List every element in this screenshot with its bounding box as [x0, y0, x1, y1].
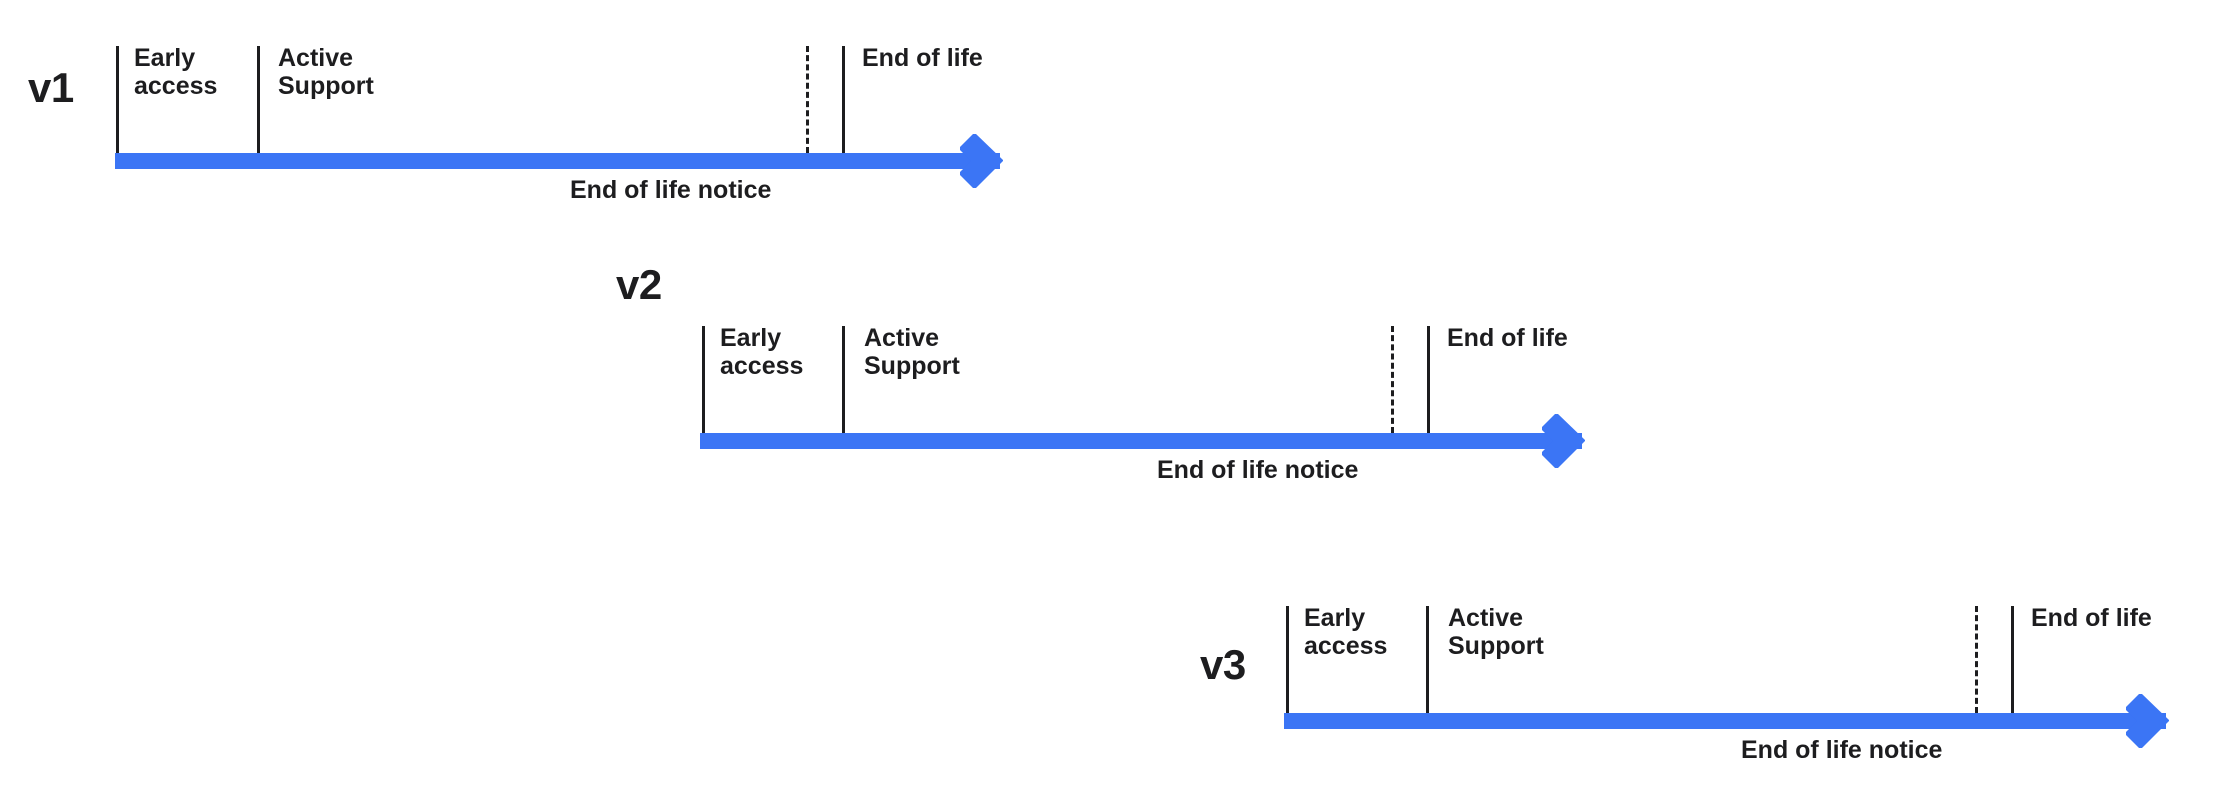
- phase-label-active-support-v1: Active Support: [278, 44, 374, 100]
- timeline-arrow-shaft-v3: [1284, 713, 2166, 729]
- phase-label-end-of-life-v2: End of life: [1447, 324, 1568, 352]
- version-label-v2: v2: [616, 261, 662, 308]
- phase-divider-active-start-v3: [1426, 606, 1429, 713]
- eol-notice-marker-v2: [1391, 326, 1394, 433]
- phase-divider-eol-start-v2: [1427, 326, 1430, 433]
- phase-label-end-of-life-v3: End of life: [2031, 604, 2152, 632]
- version-label-v1: v1: [28, 64, 74, 111]
- eol-notice-marker-v3: [1975, 606, 1978, 713]
- phase-divider-early-start-v2: [702, 326, 705, 433]
- phase-label-active-support-v3: Active Support: [1448, 604, 1544, 660]
- eol-notice-label-v3: End of life notice: [1741, 736, 1943, 764]
- phase-label-active-support-v2: Active Support: [864, 324, 960, 380]
- eol-notice-marker-v1: [806, 46, 809, 153]
- timeline-arrow-v2: [700, 433, 1582, 449]
- timeline-arrow-v3: [1284, 713, 2166, 729]
- eol-notice-label-v2: End of life notice: [1157, 456, 1359, 484]
- eol-notice-label-v1: End of life notice: [570, 176, 772, 204]
- timeline-arrow-shaft-v2: [700, 433, 1582, 449]
- phase-divider-active-start-v1: [257, 46, 260, 153]
- version-label-v3: v3: [1200, 641, 1246, 688]
- phase-divider-eol-start-v3: [2011, 606, 2014, 713]
- timeline-arrow-v1: [115, 153, 1000, 169]
- phase-label-early-access-v3: Early access: [1304, 604, 1388, 660]
- phase-divider-early-start-v1: [116, 46, 119, 153]
- phase-label-early-access-v1: Early access: [134, 44, 218, 100]
- phase-divider-early-start-v3: [1286, 606, 1289, 713]
- phase-label-end-of-life-v1: End of life: [862, 44, 983, 72]
- phase-divider-active-start-v2: [842, 326, 845, 433]
- phase-label-early-access-v2: Early access: [720, 324, 804, 380]
- timeline-arrow-shaft-v1: [115, 153, 1000, 169]
- phase-divider-eol-start-v1: [842, 46, 845, 153]
